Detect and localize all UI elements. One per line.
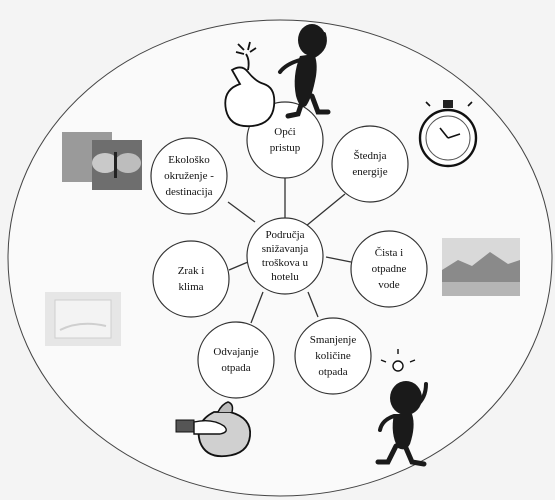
money-bag-hand-icon: [175, 401, 252, 458]
node-circle-zrak: [152, 240, 230, 318]
connector-zrak: [228, 261, 249, 271]
connector-odvajanje: [250, 291, 264, 324]
bomb-icon: [224, 41, 276, 128]
node-label-ekolosko: Ekološko okruženje - destinacija: [164, 154, 214, 198]
connector-smanjenje: [307, 291, 319, 318]
connector-stednja: [305, 193, 346, 227]
connectors: [227, 178, 352, 324]
node-label-stednja: Štednja energije: [352, 150, 388, 178]
node-label-odvajanje: Odvajanje otpada: [213, 346, 259, 374]
connector-cista: [325, 256, 352, 263]
node-label-opci: Opći pristup: [269, 126, 301, 154]
node-label-zrak: Zrak i klima: [177, 265, 205, 293]
node-circle-odvajanje: [197, 321, 275, 399]
center-circle: [246, 217, 324, 295]
thinking-figure-icon: [278, 24, 331, 119]
lake-landscape-photo: [442, 238, 520, 296]
butterfly-photo: [62, 132, 142, 190]
node-circle-cista: [350, 230, 428, 308]
center-label: Područja snižavanja troškova u hotelu: [261, 229, 309, 283]
idea-figure-icon: [375, 349, 428, 467]
node-circle-stednja: [331, 125, 409, 203]
window-photo: [45, 292, 121, 346]
node-label-cista: Čista i otpadne vode: [371, 247, 407, 291]
node-label-smanjenje: Smanjenje količine otpada: [309, 334, 357, 378]
stopwatch-icon: [418, 100, 478, 168]
connector-ekolosko: [227, 201, 256, 223]
node-circle-smanjenje: [294, 317, 372, 395]
node-circle-ekolosko: [150, 137, 228, 215]
